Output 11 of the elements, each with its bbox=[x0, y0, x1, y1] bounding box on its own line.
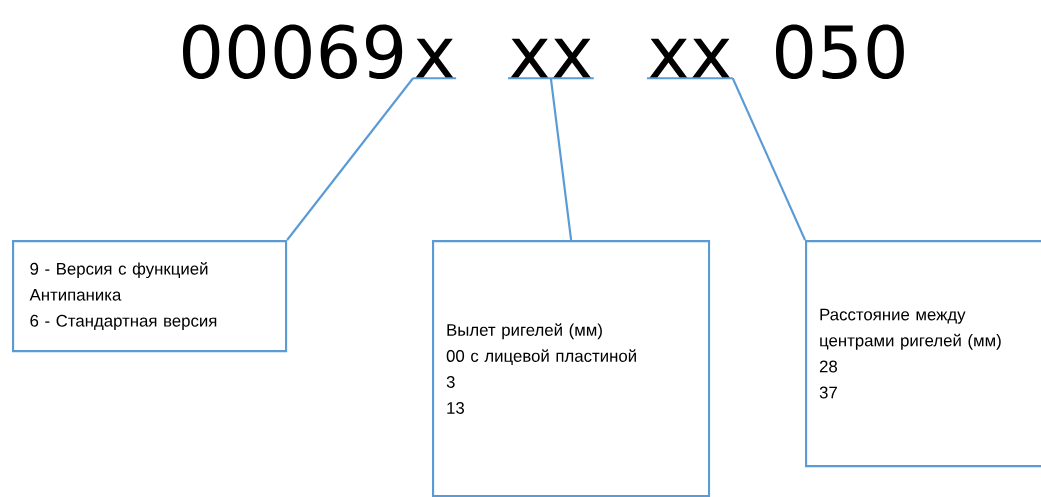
code-segment: x bbox=[413, 38, 457, 80]
leader-line bbox=[731, 77, 806, 241]
leader-line bbox=[549, 78, 573, 241]
text-box: Расстояние между центрами ригелей (мм) 28 37 bbox=[805, 240, 1041, 468]
code-digits: 00069 bbox=[183, 24, 403, 80]
leader-line bbox=[286, 77, 414, 241]
text-box: Вылет ригелей (мм) 00 с лицевой пластиной 3 13 bbox=[432, 240, 711, 497]
code-segment: xx bbox=[508, 38, 594, 80]
code-digits: 050 bbox=[776, 24, 904, 80]
code-segment: xx bbox=[647, 38, 733, 80]
text-box: 9 - Версия с функцией Антипаника 6 - Стандартная версия bbox=[12, 240, 288, 353]
